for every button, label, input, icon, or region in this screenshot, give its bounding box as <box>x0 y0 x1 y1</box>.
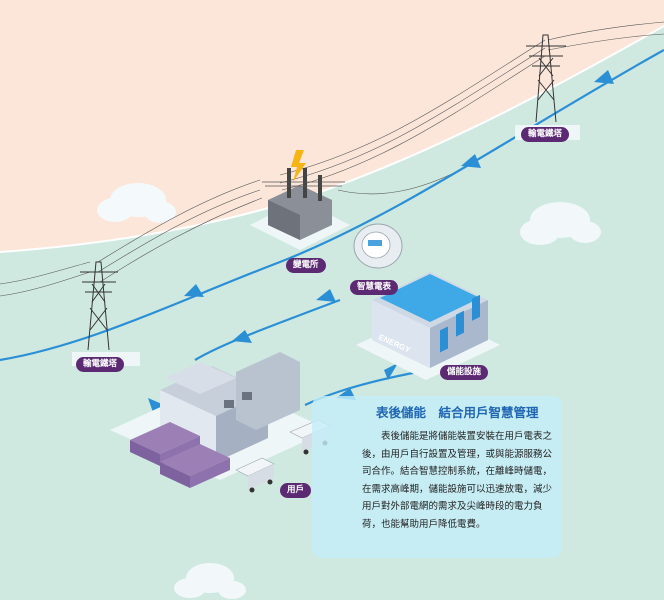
smart-meter-icon <box>353 223 403 269</box>
storage-building-icon <box>356 272 500 380</box>
cloud-icon <box>520 202 601 245</box>
label-smart-meter: 智慧電表 <box>350 280 399 295</box>
truck-icon <box>235 457 275 493</box>
cloud-icon <box>97 183 176 223</box>
label-tower-left: 輸電鐵塔 <box>76 357 125 372</box>
cloud-icon <box>174 563 246 599</box>
panel-body: 表後儲能是將儲能裝置安裝在用戶電表之後，由用戶自行設置及管理，或與能源服務公司合… <box>362 431 553 530</box>
label-storage: 儲能設施 <box>440 365 489 380</box>
label-user: 用戶 <box>280 483 312 498</box>
info-panel: 表後儲能 結合用戶智慧管理 表後儲能是將儲能裝置安裝在用戶電表之後，由用戶自行設… <box>312 396 562 558</box>
flow-arrow <box>148 70 614 418</box>
panel-title: 表後儲能 結合用戶智慧管理 <box>376 405 539 420</box>
label-substation: 變電所 <box>286 258 326 273</box>
label-tower-top: 輸電鐵塔 <box>521 127 570 142</box>
substation-icon <box>250 150 350 250</box>
sky-area <box>0 0 664 252</box>
container-icon <box>130 422 230 488</box>
